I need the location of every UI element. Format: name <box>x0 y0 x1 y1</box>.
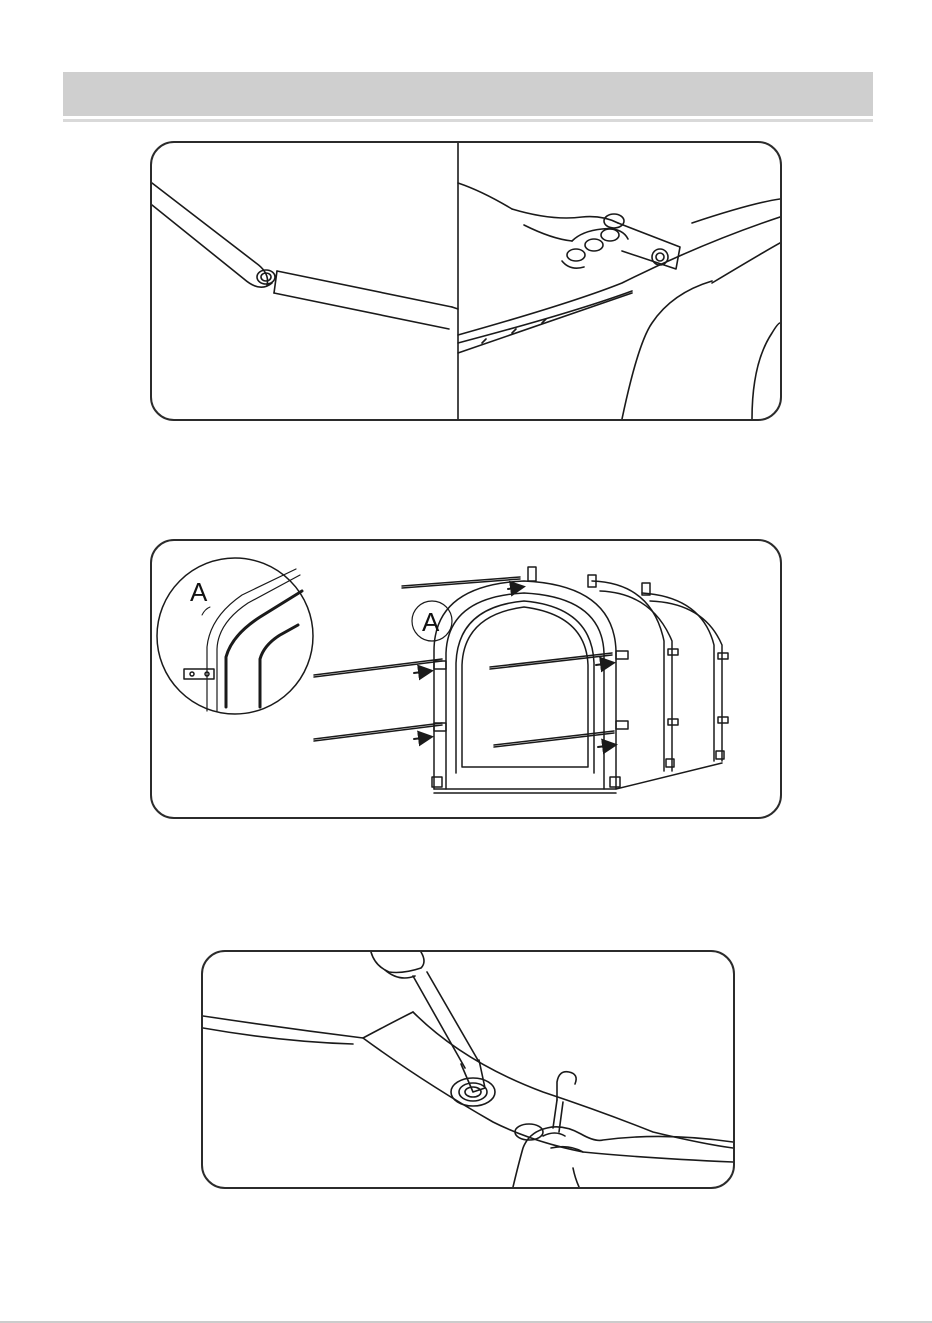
tent-fabric-right <box>458 183 780 419</box>
header-bar <box>63 72 873 116</box>
fabric-sleeve <box>152 183 275 287</box>
pole-clips <box>432 567 728 787</box>
figure-sleeve-insertion <box>150 141 782 421</box>
tent-pole <box>274 271 458 329</box>
arrow-right-icon <box>596 663 612 665</box>
figure-1-drawing <box>152 143 780 419</box>
callout-label-a-detail: A <box>190 577 208 607</box>
callout-label-a-frame: A <box>422 607 440 637</box>
arrow-right-icon <box>508 587 522 589</box>
figure-peg-staking <box>201 950 735 1189</box>
arrow-right-icon <box>414 671 430 673</box>
ground-fabric <box>203 1012 733 1162</box>
arrow-right-icon <box>414 737 430 739</box>
figure-2-drawing: A A <box>152 541 780 817</box>
page-edge-ticks <box>0 1318 932 1323</box>
arrow-right-icon <box>598 745 614 747</box>
figure-frame-assembly: A A <box>150 539 782 819</box>
hand-holding-pole <box>371 952 485 1092</box>
strap-grommet <box>618 223 680 269</box>
detail-magnifier-a <box>157 558 313 714</box>
hand <box>512 209 628 268</box>
header-rule <box>63 119 873 122</box>
figure-3-drawing <box>203 952 733 1187</box>
tent-frame <box>434 581 722 793</box>
